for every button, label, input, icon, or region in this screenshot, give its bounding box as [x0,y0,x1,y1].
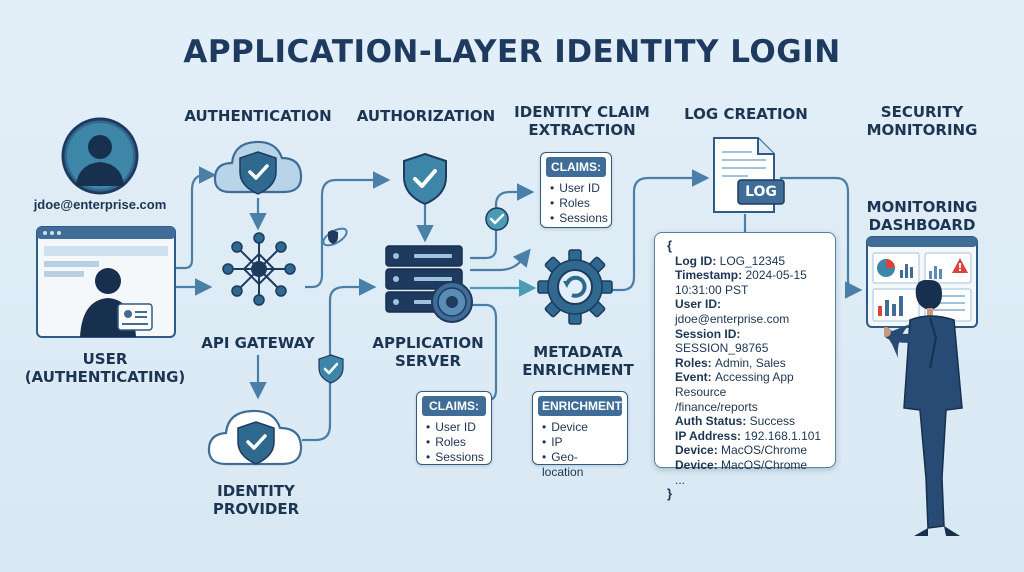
log-field-row: Roles: Admin, Sales [675,356,827,371]
user-label: USER (AUTHENTICATING) [24,350,186,386]
log-badge-label: LOG [745,184,777,200]
claims-card-top-heading: CLAIMS: [546,157,606,177]
diagram-title: APPLICATION-LAYER IDENTITY LOGIN [183,34,841,70]
log-field-value: jdoe@enterprise.com [675,311,790,326]
list-item: Sessions [550,211,608,226]
log-field-row: Device: MacOS/Chrome [675,443,827,458]
log-field-value: MacOS/Chrome [721,457,808,472]
authorization-shield-icon [402,152,448,206]
identity-provider-label: IDENTITY PROVIDER [212,482,300,518]
log-field-key: Timestamp: [675,268,746,283]
log-field-key: Session ID: [675,326,741,341]
log-field-row: 10:31:00 PST [675,283,827,298]
stage-log-creation: LOG CREATION [684,105,808,123]
log-field-value: 10:31:00 PST [675,282,749,297]
api-gateway-hub-icon [222,232,296,306]
log-field-key: IP Address: [675,428,745,443]
log-field-key: Event: [675,370,716,385]
stage-authentication: AUTHENTICATION [184,107,332,125]
log-field-row: Device: MacOS/Chrome [675,458,827,473]
metadata-enrichment-label: METADATA ENRICHMENT [522,343,634,379]
authentication-cloud-shield-icon [210,130,306,200]
claims-card-bottom: CLAIMS: User ID Roles Sessions [416,391,492,465]
log-field-row: /finance/reports [675,400,827,415]
check-circle-icon [484,206,510,232]
stage-security-monitoring: SECURITY MONITORING [866,103,978,139]
log-field-value: Success [749,414,796,429]
list-item: Sessions [426,450,484,465]
log-field-row: User ID: jdoe@enterprise.com [675,297,827,326]
application-server-label: APPLICATION SERVER [372,334,484,370]
list-item: Roles [550,196,602,211]
list-item: Roles [426,435,482,450]
log-field-value: MacOS/Chrome [721,443,808,458]
stage-authorization: AUTHORIZATION [356,107,496,125]
log-field-value: LOG_12345 [719,253,786,268]
metadata-enrichment-gear-icon [536,248,614,326]
log-document-icon: LOG [708,136,788,216]
log-field-row: Event: Accessing App Resource [675,370,827,399]
enrichment-card-heading: ENRICHMENT: [538,396,625,416]
log-field-key: User ID: [675,297,722,312]
user-avatar-icon [60,116,140,196]
identity-provider-cloud-shield-icon [204,400,308,472]
token-ring-icon [320,224,350,250]
log-field-row: Timestamp: 2024-05-15 [675,268,827,283]
list-item: Device [542,420,618,435]
monitoring-dashboard-label: MONITORING DASHBOARD [866,198,978,234]
user-email: jdoe@enterprise.com [33,197,167,212]
log-field-value: Admin, Sales [715,355,786,370]
user-browser-window [36,226,176,338]
list-item: User ID [550,181,602,196]
api-gateway-label: API GATEWAY [201,334,315,352]
list-item: Geo-location [542,450,618,480]
log-field-value: 192.168.1.101 [744,428,822,443]
log-field-row: Auth Status: Success [675,414,827,429]
enrichment-card: ENRICHMENT: Device IP Geo-location [532,391,628,479]
log-field-value: /finance/reports [675,399,758,414]
log-field-value: 2024-05-15 [745,268,807,283]
log-open-brace: { [667,238,673,253]
log-field-key: Auth Status: [675,414,750,429]
claims-card-top: CLAIMS: User ID Roles Sessions [540,152,612,228]
application-server-rack-icon [384,244,478,326]
log-ellipsis: ... [675,472,686,487]
log-field-key: Device: [675,443,722,458]
log-field-value: Accessing App Resource [675,370,794,399]
stage-identity-claim-extraction: IDENTITY CLAIM EXTRACTION [514,103,650,139]
log-close-brace: } [667,486,673,502]
log-field-row: IP Address: 192.168.1.101 [675,429,827,444]
log-field-value: SESSION_98765 [675,341,769,356]
shield-check-icon [318,354,344,384]
log-field-key: Roles: [675,355,716,370]
log-field-key: Log ID: [675,253,720,268]
security-analyst-figure [881,278,992,540]
log-field-row: Session ID: SESSION_98765 [675,327,827,356]
log-field-row: Log ID: LOG_12345 [675,254,827,269]
list-item: User ID [426,420,482,435]
log-field-key: Device: [675,457,722,472]
list-item: IP [542,435,618,450]
claims-card-bottom-heading: CLAIMS: [422,396,486,416]
